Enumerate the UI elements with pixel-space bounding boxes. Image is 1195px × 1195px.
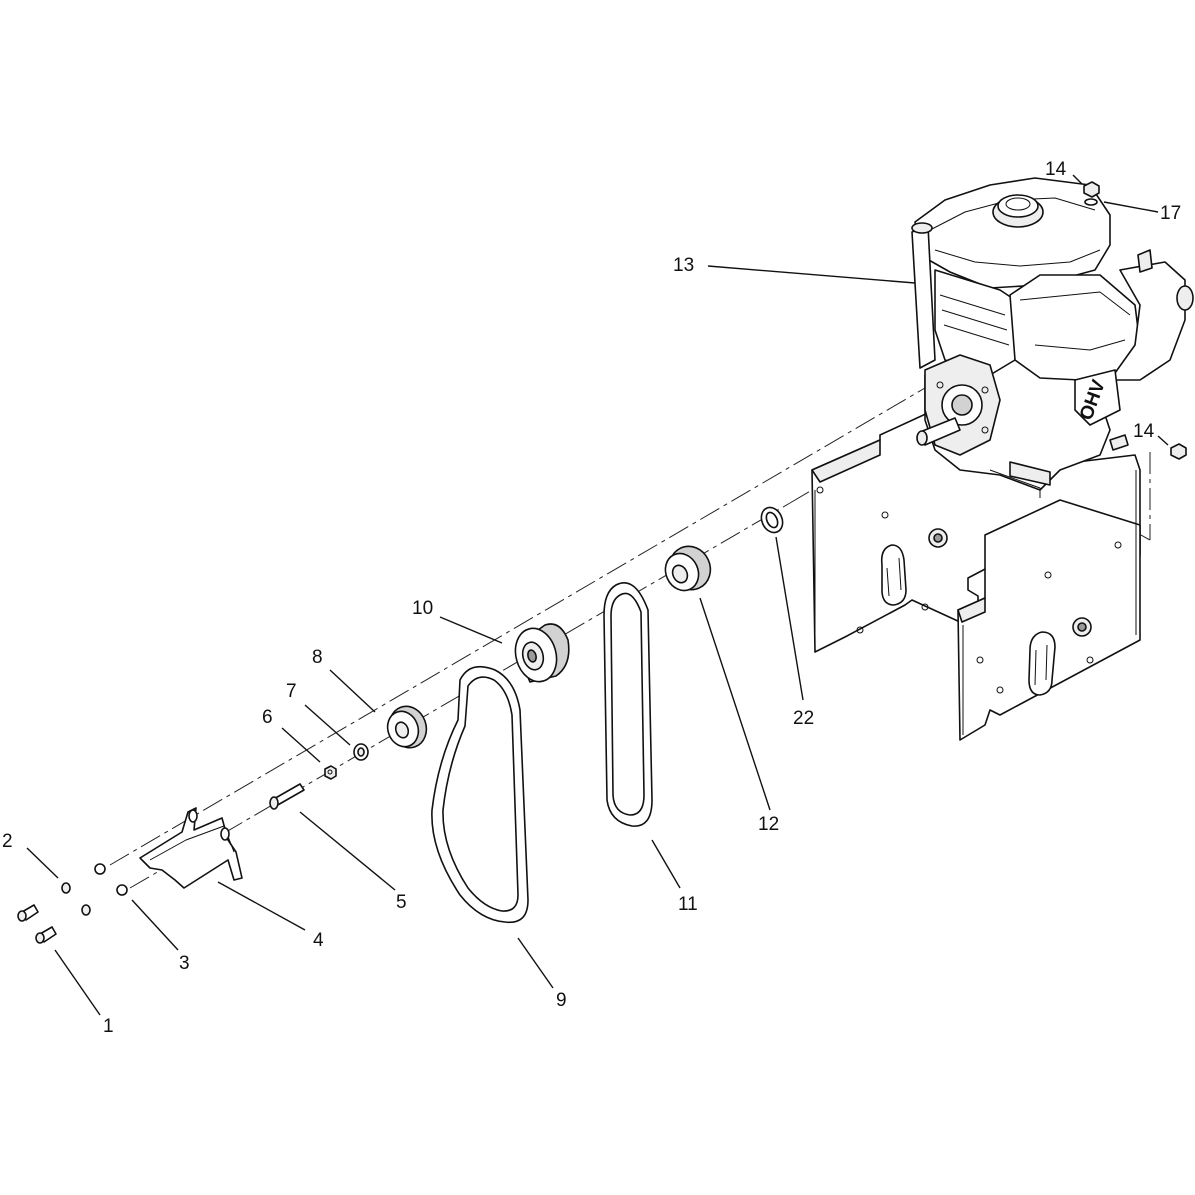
callout-17: 17 xyxy=(1160,203,1181,224)
callout-14-right: 14 xyxy=(1133,421,1155,442)
callout-10: 10 xyxy=(412,598,433,619)
callout-2: 2 xyxy=(2,831,13,852)
shoulder-bolt xyxy=(269,783,305,810)
callout-13: 13 xyxy=(673,255,694,276)
callout-3: 3 xyxy=(179,953,190,974)
callout-7: 7 xyxy=(286,681,297,702)
callout-22: 22 xyxy=(793,708,814,729)
spacer-ring xyxy=(760,506,784,534)
callout-8: 8 xyxy=(312,647,323,668)
callout-9: 9 xyxy=(556,990,567,1011)
v-belt-large xyxy=(431,665,529,924)
leader-lines xyxy=(26,174,1169,1016)
callout-14-top: 14 xyxy=(1045,159,1067,180)
callout-6: 6 xyxy=(262,707,273,728)
nut-6 xyxy=(324,765,337,780)
callout-1: 1 xyxy=(103,1016,114,1037)
flange-nut-top xyxy=(1083,181,1100,198)
belt-guide-bracket xyxy=(139,807,243,889)
callout-12: 12 xyxy=(758,814,779,835)
engine-pulley xyxy=(664,545,712,592)
callout-labels: 1 2 3 4 5 6 7 8 9 10 11 12 13 14 17 14 2… xyxy=(2,159,1181,1037)
idler-pulley xyxy=(386,705,428,749)
double-pulley xyxy=(514,623,570,683)
callout-5: 5 xyxy=(396,892,407,913)
callout-11: 11 xyxy=(678,894,698,915)
engine-top-hardware xyxy=(1083,181,1187,460)
flange-nut-right xyxy=(1170,443,1187,460)
callout-4: 4 xyxy=(313,930,324,951)
washer-7 xyxy=(353,743,369,761)
small-hardware xyxy=(17,863,128,944)
v-belt-small xyxy=(603,582,653,827)
engine: OHV xyxy=(911,177,1194,498)
